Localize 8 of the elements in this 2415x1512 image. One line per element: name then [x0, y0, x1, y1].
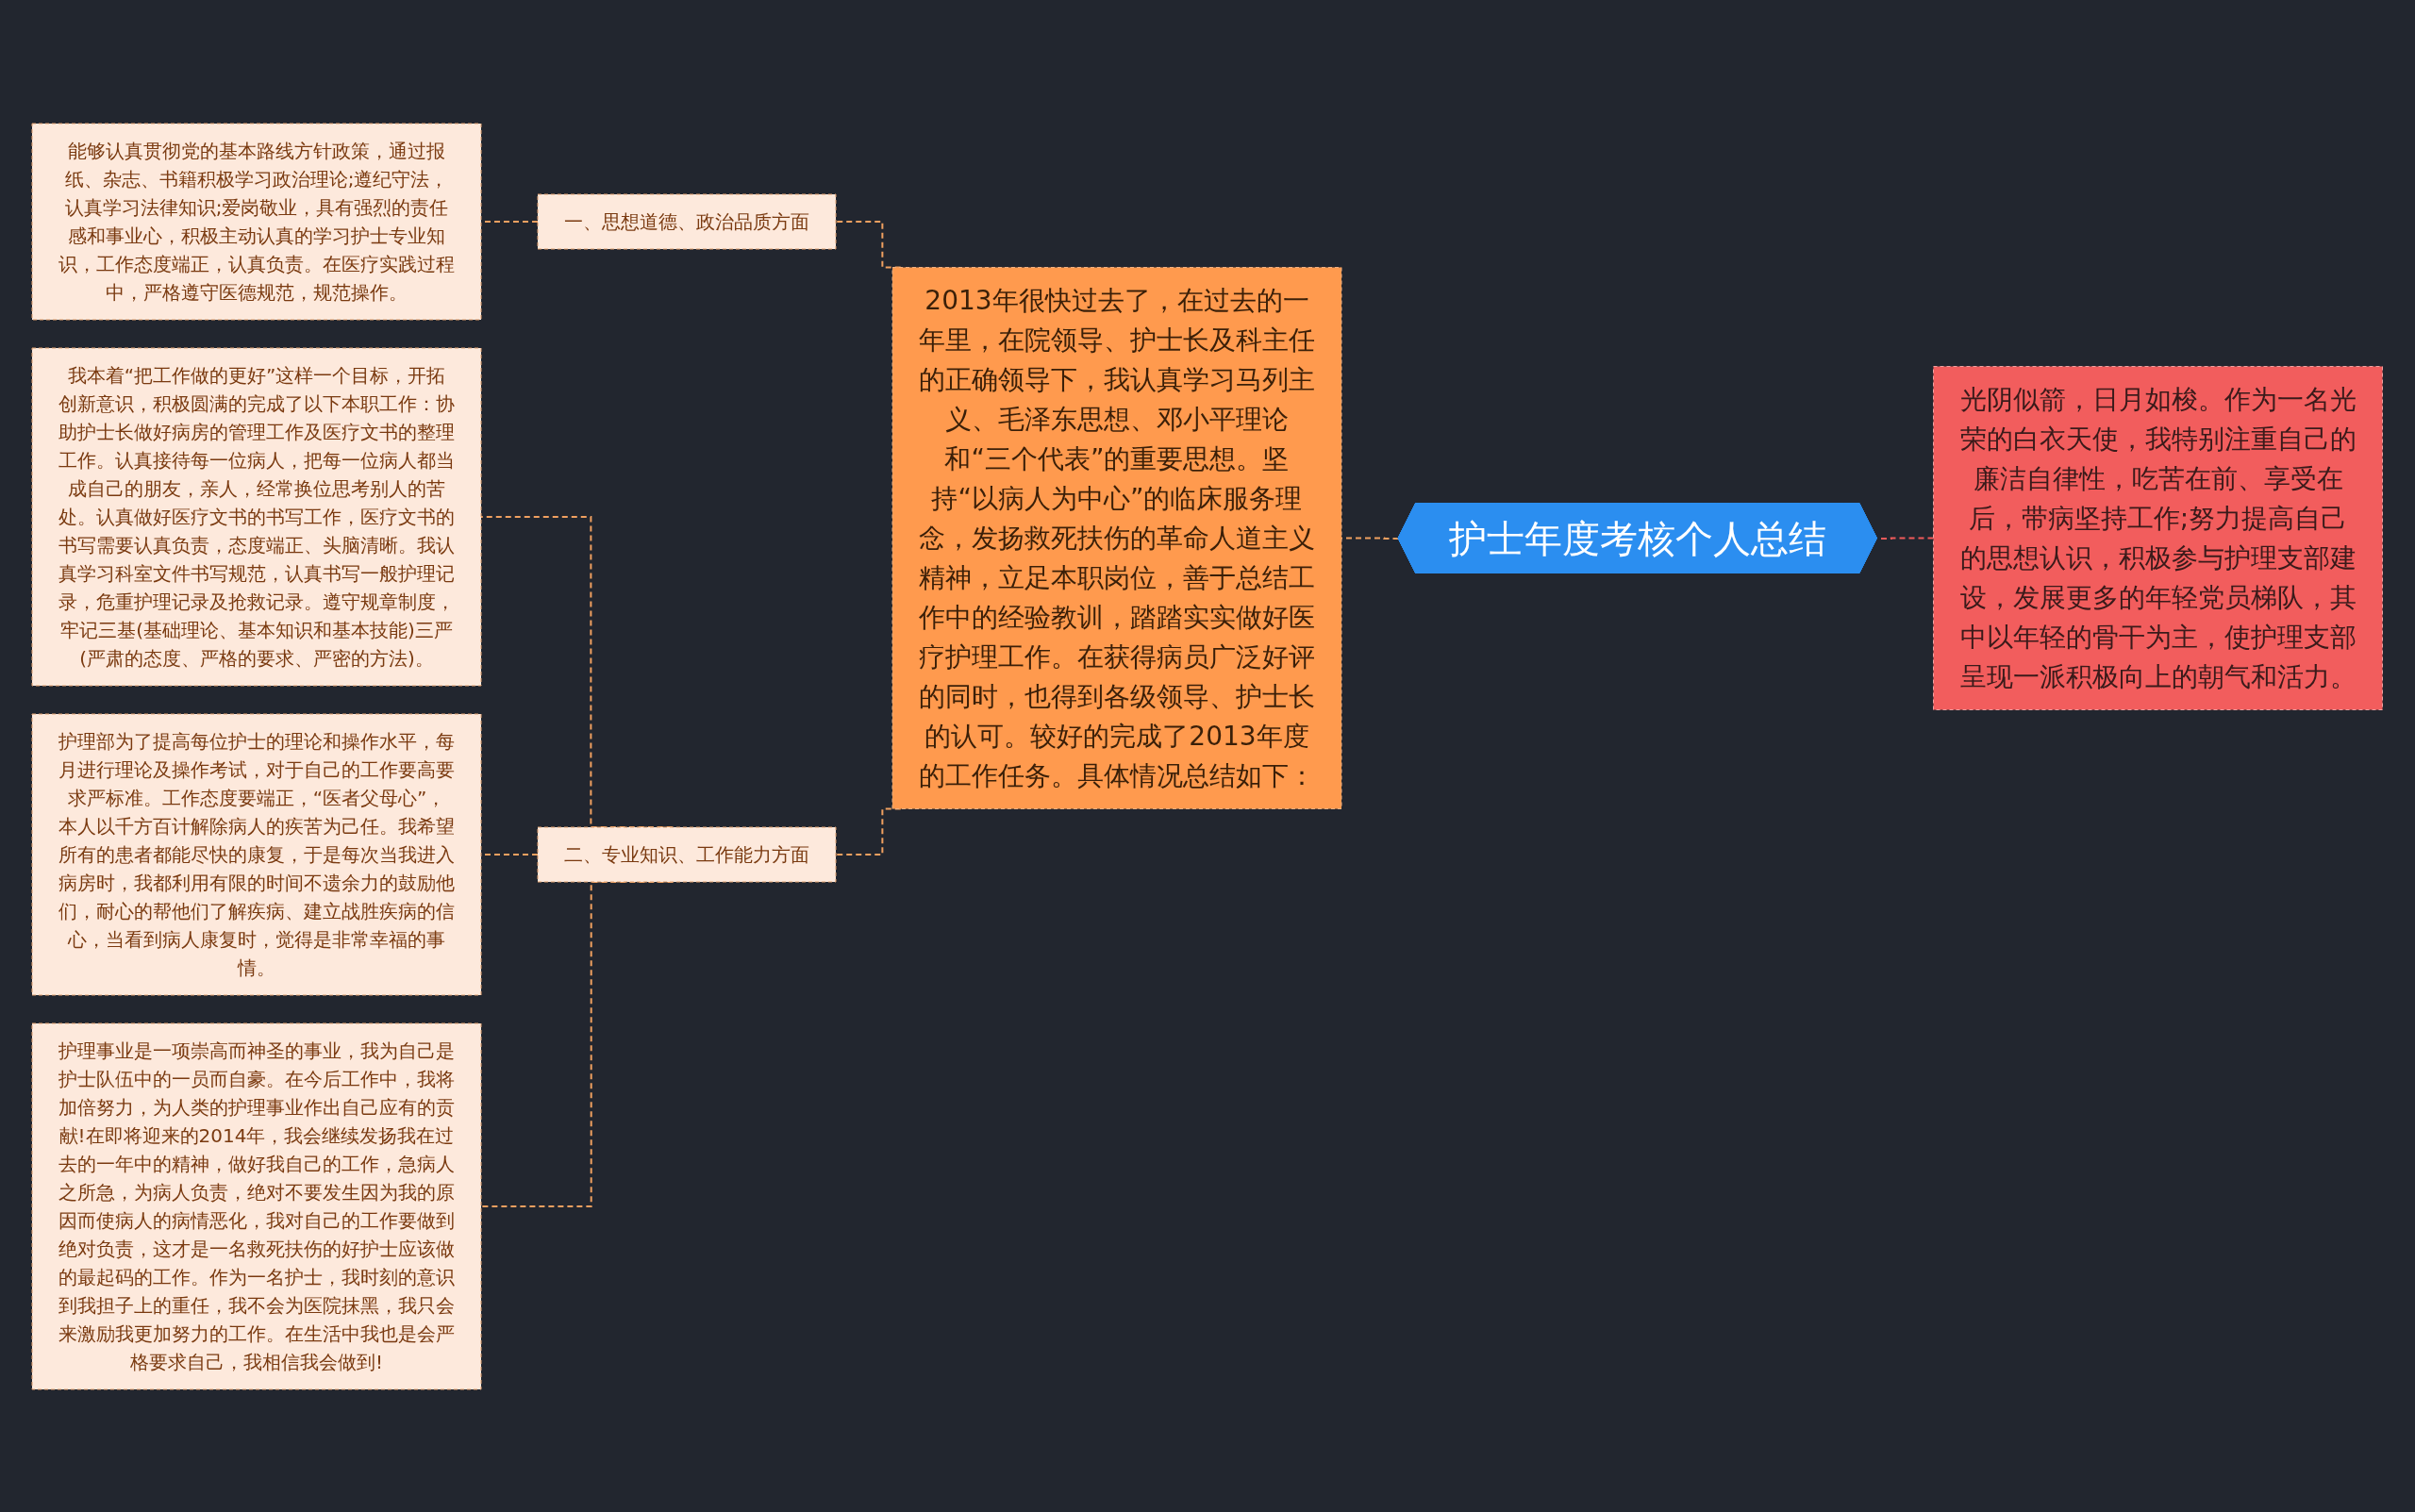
node-box: 能够认真贯彻党的基本路线方针政策，通过报纸、杂志、书籍积极学习政治理论;遵纪守法，认真学习法律知识;爱岗敬业，具有强烈的责任感和事业心，积极主动认真的学习护士专业知识，工作态度端正，认真负责。在医疗实践过程中，严格遵守医德规范，规范操作。 [31, 123, 482, 320]
node-box: 一、思想道德、政治品质方面 [537, 193, 837, 249]
node-box: 我本着“把工作做的更好”这样一个目标，开拓创新意识，积极圆满的完成了以下本职工作：协助护士长做好病房的管理工作及医疗文书的整理工作。认真接待每一位病人，把每一位病人都当成自己的朋友，亲人，经常换位思考别人的苦处。认真做好医疗文书的书写工作，医疗文书的书写需要认真负责，态度端正、头脑清晰。我认真学习科室文件书写规范，认真书写一般护理记录，危重护理记录及抢救记录。遵守规章制度，牢记三基(基础理论、基本知识和基本技能)三严(严肃的态度、严格的要求、严密的方法)。 [31, 347, 482, 686]
node-box: 护理部为了提高每位护士的理论和操作水平，每月进行理论及操作考试，对于自己的工作要高要求严标准。工作态度要端正，“医者父母心”，本人以千方百计解除病人的疾苦为己任。我希望所有的患者都能尽快的康复，于是每次当我进入病房时，我都利用有限的时间不遗余力的鼓励他们，耐心的帮他们了解疾病、建立战胜疾病的信心，当看到病人康复时，觉得是非常幸福的事情。 [31, 713, 482, 995]
node-box: 光阴似箭，日月如梭。作为一名光荣的白衣天使，我特别注重自己的廉洁自律性，吃苦在前、享受在后，带病坚持工作;努力提高自己的思想认识，积极参与护理支部建设，发展更多的年轻党员梯队，其中以年轻的骨干为主，使护理支部呈现一派积极向上的朝气和活力。 [1933, 365, 2384, 710]
node-box: 二、专业知识、工作能力方面 [537, 826, 837, 882]
node-box: 护理事业是一项崇高而神圣的事业，我为自己是护士队伍中的一员而自豪。在今后工作中，我将加倍努力，为人类的护理事业作出自己应有的贡献!在即将迎来的2014年，我会继续发扬我在过去的一年中的精神，做好我自己的工作，急病人之所急，为病人负责，绝对不要发生因为我的原因而使病人的病情恶化，我对自己的工作要做到绝对负责，这才是一名救死扶伤的好护士应该做的最起码的工作。作为一名护士，我时刻的意识到我担子上的重任，我不会为医院抹黑，我只会来激励我更加努力的工作。在生活中我也是会严格要求自己，我相信我会做到! [31, 1022, 482, 1389]
node-box: 2013年很快过去了，在过去的一年里，在院领导、护士长及科主任的正确领导下，我认真学习马列主义、毛泽东思想、邓小平理论和“三个代表”的重要思想。坚持“以病人为中心”的临床服务理念，发扬救死扶伤的革命人道主义精神，立足本职岗位，善于总结工作中的经验教训，踏踏实实做好医疗护理工作。在获得病员广泛好评的同时，也得到各级领导、护士长的认可。较好的完成了2013年度的工作任务。具体情况总结如下： [891, 266, 1342, 809]
